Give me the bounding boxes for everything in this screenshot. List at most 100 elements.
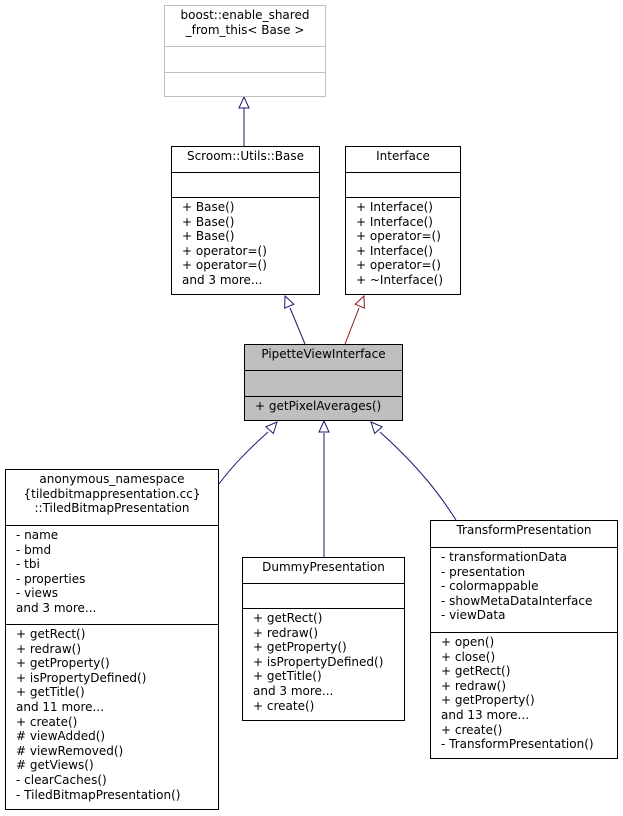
attribute-item: - presentation (441, 564, 526, 579)
arrowhead-icon (318, 419, 330, 433)
method-item: - TiledBitmapPresentation() (16, 787, 181, 802)
method-item: + getRect() (16, 627, 86, 641)
method-item: + redraw() (253, 625, 319, 640)
inheritance-edge-transform-presentation-to-pipette-view-interface (379, 431, 457, 521)
arrowhead-icon (265, 421, 278, 435)
attribute-item: - name (16, 528, 59, 542)
attribute-item: - views (16, 586, 59, 601)
class-title-line: boost::enable_shared (180, 8, 310, 22)
attributes-section (172, 172, 319, 197)
method-item: + operator=() (356, 229, 441, 244)
attributes-section (346, 172, 460, 197)
class-interface[interactable]: Interface + Interface() + Interface() + … (345, 146, 461, 295)
class-title-line: DummyPresentation (262, 560, 385, 574)
method-item: # viewRemoved() (16, 743, 124, 758)
attribute-item: - showMetaDataInterface (441, 593, 593, 608)
methods-section: + open() + close() + getRect() + redraw(… (431, 632, 617, 754)
method-item: + ~Interface() (356, 272, 444, 287)
method-item: + Base() (182, 229, 235, 244)
attributes-section (243, 583, 404, 608)
class-title: PipetteViewInterface (245, 345, 402, 370)
class-title: boost::enable_shared _from_this< Base > (165, 6, 325, 46)
method-item: + redraw() (441, 678, 507, 693)
method-item: and 11 more... (16, 699, 105, 714)
method-item: # viewAdded() (16, 729, 106, 744)
method-item: + getProperty() (16, 656, 110, 671)
method-item: and 3 more... (253, 683, 334, 698)
class-title-line: TransformPresentation (456, 523, 592, 537)
method-item: # getViews() (16, 758, 94, 773)
methods-section: + Base() + Base() + Base() + operator=()… (172, 197, 319, 290)
class-title-line: anonymous_namespace (39, 472, 185, 486)
class-transform-presentation[interactable]: TransformPresentation - transformationDa… (430, 520, 618, 759)
class-title-line: Scroom::Utils::Base (186, 149, 305, 163)
class-title-line: ::TiledBitmapPresentation (34, 501, 190, 516)
method-item: + Base() (182, 200, 235, 214)
method-item: - clearCaches() (16, 772, 107, 787)
method-item: and 13 more... (441, 707, 530, 722)
class-title-line: Interface (376, 149, 430, 163)
method-item: + Interface() (356, 214, 433, 229)
method-item: - TransformPresentation() (441, 737, 594, 752)
method-item: + Interface() (356, 243, 433, 258)
attribute-item: - viewData (441, 608, 506, 623)
method-item: + open() (441, 635, 495, 649)
arrowhead-icon (370, 421, 383, 435)
method-item: + getTitle() (253, 669, 322, 684)
method-item: + create() (16, 714, 78, 729)
class-enable-shared-from-this[interactable]: boost::enable_shared _from_this< Base > (164, 5, 326, 97)
method-item: + getTitle() (16, 685, 85, 700)
class-scroom-utils-base[interactable]: Scroom::Utils::Base + Base() + Base() + … (171, 146, 320, 295)
method-item: + redraw() (16, 641, 82, 656)
method-item: + operator=() (356, 258, 441, 273)
method-item: + Base() (182, 214, 235, 229)
class-pipette-view-interface[interactable]: PipetteViewInterface + getPixelAverages(… (244, 344, 403, 421)
class-title-line: PipetteViewInterface (261, 347, 386, 361)
method-item: + close() (441, 649, 496, 664)
class-title: Interface (346, 147, 460, 172)
class-title-line: {tiledbitmappresentation.cc} (23, 486, 201, 501)
class-title: TransformPresentation (431, 521, 617, 547)
method-item: + getProperty() (441, 693, 535, 708)
attributes-section (165, 46, 325, 72)
class-dummy-presentation[interactable]: DummyPresentation + getRect() + redraw()… (242, 557, 405, 721)
inheritance-edge-pipette-view-interface-to-interface (344, 307, 360, 345)
methods-section: + getPixelAverages() (245, 396, 402, 416)
attribute-item: - tbi (16, 557, 40, 572)
method-item: + getPixelAverages() (255, 399, 382, 413)
class-title: anonymous_namespace {tiledbitmappresenta… (6, 470, 218, 525)
methods-section: + Interface() + Interface() + operator=(… (346, 197, 460, 290)
methods-section: + getRect() + redraw() + getProperty() +… (243, 608, 404, 715)
attribute-item: and 3 more... (16, 600, 97, 615)
inheritance-edge-tiled-bitmap-presentation-to-pipette-view-interface (218, 431, 269, 485)
methods-section: + getRect() + redraw() + getProperty() +… (6, 624, 218, 804)
method-item: + create() (253, 698, 315, 713)
arrowhead-icon (238, 95, 250, 109)
attribute-item: - properties (16, 571, 86, 586)
method-item: + getRect() (253, 611, 323, 625)
class-title: Scroom::Utils::Base (172, 147, 319, 172)
class-tiled-bitmap-presentation[interactable]: anonymous_namespace {tiledbitmappresenta… (5, 469, 219, 810)
attributes-section (245, 370, 402, 396)
method-item: + operator=() (182, 243, 267, 258)
method-item: + Interface() (356, 200, 433, 214)
method-item: + isPropertyDefined() (253, 654, 384, 669)
methods-section (165, 72, 325, 96)
attributes-section: - transformationData - presentation - co… (431, 547, 617, 632)
method-item: + getProperty() (253, 640, 347, 655)
method-item: and 3 more... (182, 272, 263, 287)
attribute-item: - colormappable (441, 579, 539, 594)
class-title: DummyPresentation (243, 558, 404, 583)
arrowhead-icon (284, 294, 295, 309)
method-item: + operator=() (182, 258, 267, 273)
method-item: + getRect() (441, 664, 511, 679)
attribute-item: - transformationData (441, 550, 567, 564)
arrowhead-icon (354, 294, 365, 309)
method-item: + create() (441, 722, 503, 737)
class-title-line: _from_this< Base > (185, 22, 305, 37)
method-item: + isPropertyDefined() (16, 670, 147, 685)
inheritance-edge-pipette-view-interface-to-scroom-base (289, 307, 306, 345)
attribute-item: - bmd (16, 542, 52, 557)
attributes-section: - name - bmd - tbi - properties - views … (6, 525, 218, 624)
